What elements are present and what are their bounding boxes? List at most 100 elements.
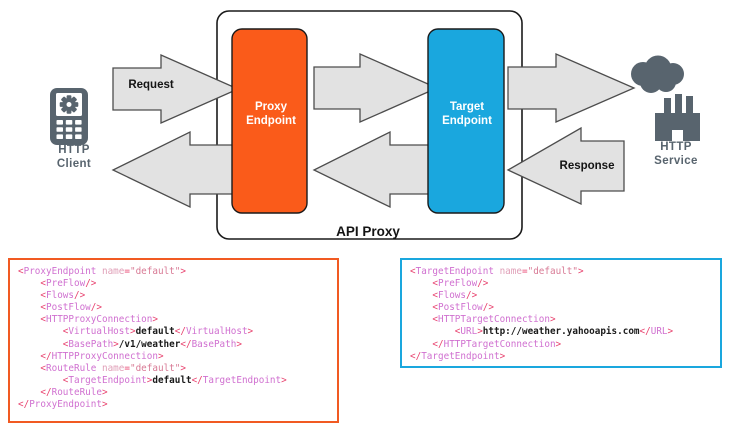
code-token-br: /> [74, 290, 86, 302]
code-token-br: < [40, 362, 46, 374]
code-line: <TargetEndpoint name="default"> [410, 266, 720, 278]
code-token-tag: TargetEndpoint [68, 374, 147, 386]
code-line: </ProxyEndpoint> [18, 399, 337, 411]
code-token-br: > [549, 314, 556, 326]
code-line: <RouteRule name="default"> [18, 363, 337, 375]
code-token-br: </ [40, 350, 52, 362]
code-token-br: > [129, 326, 136, 338]
code-line: </HTTPProxyConnection> [18, 351, 337, 363]
code-token-str: "default" [129, 362, 181, 374]
code-token-br: > [152, 314, 158, 326]
code-token-attr: name [96, 362, 125, 374]
code-token-br: < [454, 326, 461, 338]
proxy-to-target-arrow [313, 53, 439, 123]
code-token-br: > [667, 326, 674, 338]
code-token-br: </ [410, 350, 422, 362]
code-token-br: > [499, 350, 506, 362]
code-token-br: > [180, 266, 186, 277]
target-endpoint-xml-block[interactable]: <TargetEndpoint name="default"> <PreFlow… [400, 258, 722, 368]
code-line: </TargetEndpoint> [410, 351, 720, 363]
proxy-to-client-arrow [111, 130, 239, 209]
code-line: <PostFlow/> [410, 302, 720, 314]
code-token-br: < [410, 266, 416, 277]
code-token-tag: Flows [438, 290, 466, 302]
code-token-tag: VirtualHost [68, 326, 130, 338]
code-token-br: > [113, 338, 119, 350]
code-token-br: < [40, 314, 46, 326]
code-token-br: /> [466, 290, 478, 302]
code-token-tag: PreFlow [438, 278, 478, 290]
code-token-tag: HTTPTargetConnection [443, 338, 556, 350]
proxy-endpoint-box[interactable] [231, 28, 308, 214]
code-token-tag: HTTPProxyConnection [51, 350, 158, 362]
code-line: <HTTPTargetConnection> [410, 314, 720, 326]
response-arrow [506, 126, 625, 206]
code-token-br: /> [90, 302, 102, 314]
code-token-attr: name [493, 266, 522, 277]
cloud-factory-icon [631, 55, 700, 141]
code-token-val: http://weather.yahooapis.com [482, 326, 640, 338]
code-line: <Flows/> [18, 290, 337, 302]
code-line: <BasePath>/v1/weather</BasePath> [18, 339, 337, 351]
code-token-br: </ [40, 386, 52, 398]
code-line: <VirtualHost>default</VirtualHost> [18, 326, 337, 338]
code-token-br: < [432, 278, 438, 290]
code-line: <TargetEndpoint>default</TargetEndpoint> [18, 375, 337, 387]
target-to-service-arrow [507, 53, 636, 123]
code-token-str: "default" [527, 266, 578, 277]
code-token-tag: TargetEndpoint [415, 266, 494, 277]
code-token-br: > [180, 362, 186, 374]
code-token-eq: = [124, 362, 130, 374]
code-token-eq: = [124, 266, 130, 277]
code-token-tag: URL [460, 326, 478, 338]
code-line: <Flows/> [410, 290, 720, 302]
code-token-br: > [281, 374, 287, 386]
code-line: <HTTPProxyConnection> [18, 314, 337, 326]
code-token-br: < [432, 290, 438, 302]
code-token-tag: PostFlow [438, 302, 483, 314]
code-token-br: > [157, 350, 164, 362]
code-token-br: > [101, 386, 108, 398]
code-line: <URL>http://weather.yahooapis.com</URL> [410, 326, 720, 338]
code-token-tag: URL [650, 326, 668, 338]
code-token-br: /> [85, 278, 97, 290]
code-token-br: < [62, 374, 69, 386]
code-token-br: /> [477, 278, 489, 290]
code-token-tag: HTTPTargetConnection [438, 314, 550, 326]
code-token-br: </ [174, 326, 186, 338]
code-line: <PostFlow/> [18, 302, 337, 314]
target-endpoint-box[interactable] [427, 28, 505, 214]
code-token-tag: Flows [46, 290, 74, 302]
code-token-br: /> [482, 302, 494, 314]
code-token-str: "default" [129, 266, 181, 277]
code-token-tag: BasePath [191, 338, 237, 350]
proxy-endpoint-xml-block[interactable]: <ProxyEndpoint name="default"> <PreFlow/… [8, 258, 339, 423]
code-token-val: /v1/weather [118, 338, 181, 350]
code-token-attr: name [96, 266, 125, 277]
code-token-eq: = [521, 266, 528, 277]
code-token-br: < [40, 290, 46, 302]
code-token-br: </ [191, 374, 203, 386]
code-token-tag: ProxyEndpoint [29, 399, 102, 411]
code-token-tag: RouteRule [51, 386, 102, 398]
code-token-br: < [40, 302, 46, 314]
code-token-br: </ [432, 338, 444, 350]
mobile-phone-gear-icon [50, 88, 88, 145]
code-token-br: </ [639, 326, 651, 338]
request-arrow [112, 54, 240, 124]
code-token-br: > [577, 266, 584, 277]
code-token-br: > [236, 338, 242, 350]
code-token-br: > [247, 326, 254, 338]
code-token-tag: TargetEndpoint [202, 374, 282, 386]
code-token-br: < [18, 266, 24, 277]
code-token-br: </ [18, 399, 30, 411]
code-line: <PreFlow/> [18, 278, 337, 290]
code-token-tag: RouteRule [46, 362, 97, 374]
code-token-br: < [40, 278, 46, 290]
code-token-tag: HTTPProxyConnection [46, 314, 153, 326]
code-token-br: > [146, 374, 153, 386]
code-token-tag: VirtualHost [185, 326, 248, 338]
code-token-br: > [477, 326, 483, 338]
